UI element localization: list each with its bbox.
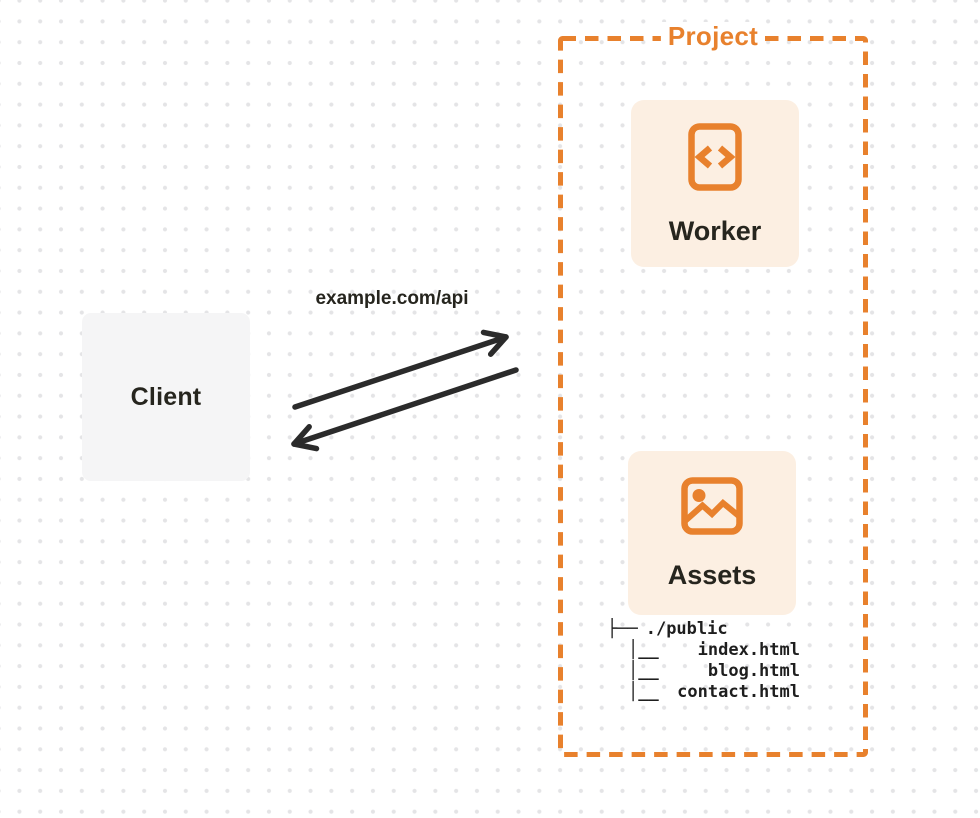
code-file-icon [688,122,742,191]
file-name: blog.html [707,661,800,681]
worker-node: Worker [631,100,799,267]
client-node: Client [82,313,250,481]
tree-branch-icon: ├── [607,619,638,639]
project-boundary [558,36,868,757]
project-label: Project [660,22,766,50]
assets-label: Assets [667,560,757,590]
file-tree-item: │__ blog.html [607,661,800,682]
file-name: index.html [697,640,800,660]
tree-branch-icon: │__ [628,682,659,702]
tree-branch-icon: │__ [628,640,659,660]
request-arrow [292,329,509,410]
assets-node: Assets [628,451,796,615]
tree-branch-icon: │__ [628,661,659,681]
file-tree-item: │__ contact.html [607,682,800,703]
file-tree-root: ├── ./public [607,619,800,640]
client-label: Client [130,382,202,411]
file-name: contact.html [677,682,800,702]
request-url-label: example.com/api [315,288,469,309]
file-tree-item: │__ index.html [607,640,800,661]
folder-name: ./public [645,619,728,639]
assets-file-tree: ├── ./public │__ index.html │__ blog.htm… [607,619,800,703]
response-arrow [291,367,519,452]
image-icon [681,477,743,535]
worker-label: Worker [668,215,762,246]
